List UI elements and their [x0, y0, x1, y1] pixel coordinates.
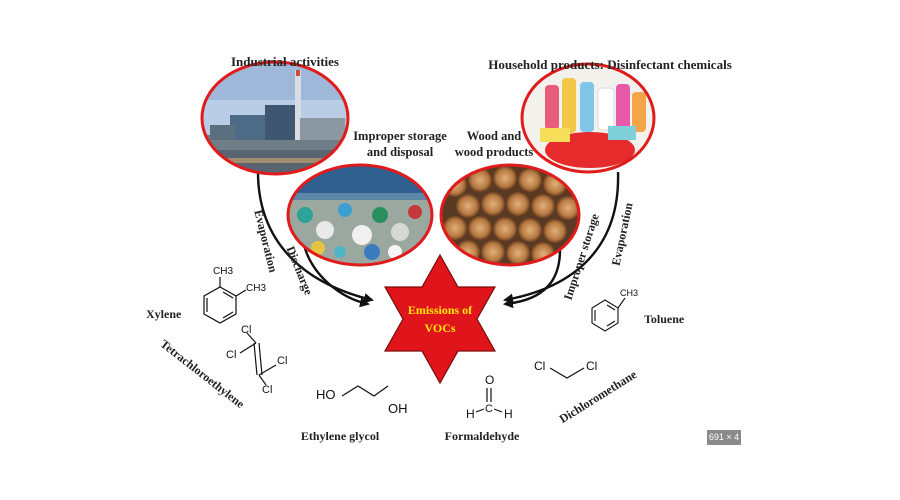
- household-photo: [520, 62, 656, 174]
- label-xylene: Xylene: [146, 307, 182, 321]
- dcm-cl-left: Cl: [534, 359, 545, 373]
- label-improper-storage-line2: and disposal: [367, 145, 434, 159]
- tce-cl-3: Cl: [277, 355, 287, 367]
- tetrachloroethylene-structure: [239, 332, 277, 386]
- center-label-line2: VOCs: [424, 321, 455, 335]
- label-dichloromethane: Dichloromethane: [557, 367, 640, 426]
- form-h-right: H: [504, 407, 513, 421]
- formaldehyde-structure: [475, 388, 503, 413]
- tce-cl-1: Cl: [241, 324, 251, 336]
- label-wood-line1: Wood and: [467, 129, 522, 143]
- label-improper-storage-line1: Improper storage: [353, 129, 447, 143]
- label-evaporation-right: Evaporation: [609, 201, 636, 267]
- label-household-products: Household products: Disinfectant chemica…: [488, 57, 732, 72]
- label-formaldehyde: Formaldehyde: [445, 429, 520, 443]
- xylene-ch3-right: CH3: [246, 283, 266, 294]
- label-industrial-activities: Industrial activities: [231, 54, 339, 69]
- arrow-industrial-to-center: [256, 171, 374, 303]
- arrow-household-to-center: [503, 171, 620, 304]
- wood-photo: [439, 163, 581, 267]
- form-h-left: H: [466, 407, 475, 421]
- label-toluene: Toluene: [644, 312, 685, 326]
- toluene-ch3: CH3: [620, 288, 638, 298]
- arrow-waste-to-center: [302, 244, 370, 308]
- eg-oh: OH: [388, 401, 408, 416]
- center-label-line1: Emissions of: [408, 303, 473, 317]
- tce-cl-4: Cl: [262, 384, 272, 396]
- industrial-photo: [200, 60, 350, 176]
- ethylene-glycol-structure: [341, 385, 389, 397]
- form-c: C: [485, 403, 493, 415]
- xylene-ch3-top: CH3: [213, 266, 233, 277]
- voc-emissions-star: [383, 253, 497, 385]
- image-size-badge: 691 × 4: [707, 430, 741, 445]
- xylene-structure: [203, 277, 247, 324]
- dcm-cl-right: Cl: [586, 359, 597, 373]
- toluene-structure: [591, 297, 626, 332]
- dichloromethane-structure: [549, 367, 585, 379]
- label-wood-line2: wood products: [455, 145, 534, 159]
- label-ethylene-glycol: Ethylene glycol: [301, 429, 380, 443]
- eg-ho: HO: [316, 387, 336, 402]
- form-o: O: [485, 373, 494, 387]
- tce-cl-2: Cl: [226, 349, 236, 361]
- label-tetrachloroethylene: Tetrachloroethylene: [158, 337, 248, 412]
